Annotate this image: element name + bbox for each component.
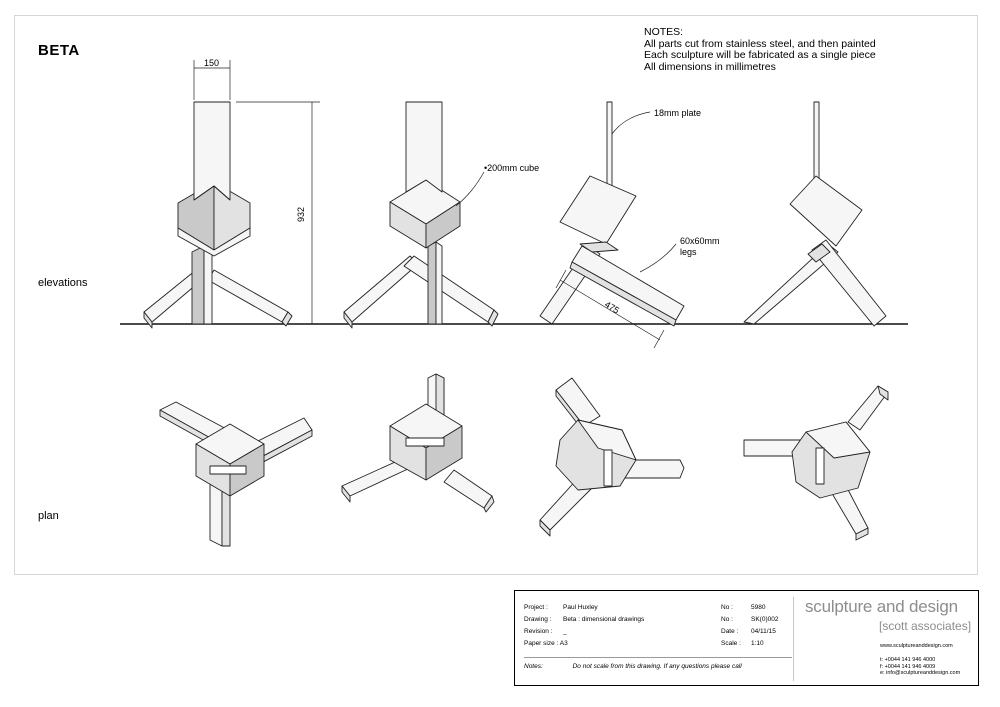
date-label: Date : bbox=[721, 628, 739, 635]
notes-line: All parts cut from stainless steel, and … bbox=[644, 37, 876, 50]
notes-block: NOTES: All parts cut from stainless stee… bbox=[644, 26, 876, 73]
email-link[interactable]: e: info@sculptureanddesign.com bbox=[880, 670, 961, 676]
notes-heading: NOTES: bbox=[644, 26, 684, 38]
divider bbox=[793, 597, 794, 681]
title-block: Project : Paul Huxley Drawing : Beta : d… bbox=[514, 590, 979, 686]
number-label: No : bbox=[721, 604, 733, 611]
elevation-2: •200mm cube bbox=[343, 101, 539, 329]
notes-value: Do not scale from this drawing. If any q… bbox=[572, 663, 742, 670]
dimension-width: 150 bbox=[204, 58, 219, 68]
revision-label: Revision : bbox=[524, 628, 553, 635]
project-value: Paul Huxley bbox=[563, 604, 598, 611]
paper-size: Paper size : A3 bbox=[524, 640, 568, 647]
plan-label: plan bbox=[38, 510, 59, 522]
number-value: 5980 bbox=[751, 604, 766, 611]
notes-line: Each sculpture will be fabricated as a s… bbox=[644, 49, 876, 61]
callout-plate: 18mm plate bbox=[654, 108, 701, 118]
plan-1 bbox=[159, 401, 313, 547]
plan-2 bbox=[341, 373, 495, 513]
callout-legs: legs bbox=[680, 247, 697, 257]
website-link[interactable]: www.sculptureanddesign.com bbox=[880, 643, 953, 649]
dimension-leg-length: 475 bbox=[603, 299, 621, 315]
date-value: 04/11/15 bbox=[751, 628, 776, 635]
plan-3 bbox=[539, 377, 685, 537]
project-label: Project : bbox=[524, 604, 548, 611]
fax: f: +0044 141 946 4009 bbox=[880, 663, 936, 670]
divider bbox=[524, 657, 792, 658]
callout-cube: •200mm cube bbox=[484, 163, 539, 173]
company-name: sculpture and design bbox=[805, 597, 958, 616]
elevation-3: 475 18mm plate 60x60mm legs bbox=[539, 101, 720, 349]
elevation-1: 150 932 bbox=[143, 58, 320, 329]
company-subtitle: [scott associates] bbox=[879, 619, 972, 633]
scale-label: Scale : bbox=[721, 640, 741, 647]
revision-value: _ bbox=[563, 628, 567, 635]
drawing-title: BETA bbox=[38, 42, 80, 59]
plan-4 bbox=[743, 385, 889, 541]
elevations-label: elevations bbox=[38, 277, 88, 289]
drawing-label: Drawing : bbox=[524, 616, 552, 623]
number-value: SK(0)002 bbox=[751, 616, 779, 623]
notes-label: Notes: bbox=[524, 663, 543, 670]
dimension-height: 932 bbox=[296, 207, 306, 222]
notes-row: Notes: Do not scale from this drawing. I… bbox=[524, 663, 770, 670]
notes-line: All dimensions in millimetres bbox=[644, 60, 776, 73]
drawing-value: Beta : dimensional drawings bbox=[563, 616, 645, 623]
contact-details: t: +0044 141 946 4000 f: +0044 141 946 4… bbox=[880, 657, 960, 677]
drawing-sheet bbox=[14, 15, 978, 575]
number-label: No : bbox=[721, 616, 733, 623]
scale-value: 1:10 bbox=[751, 640, 764, 647]
elevation-4 bbox=[743, 101, 887, 327]
callout-legs: 60x60mm bbox=[680, 236, 720, 246]
telephone: t: +0044 141 946 4000 bbox=[880, 657, 936, 663]
